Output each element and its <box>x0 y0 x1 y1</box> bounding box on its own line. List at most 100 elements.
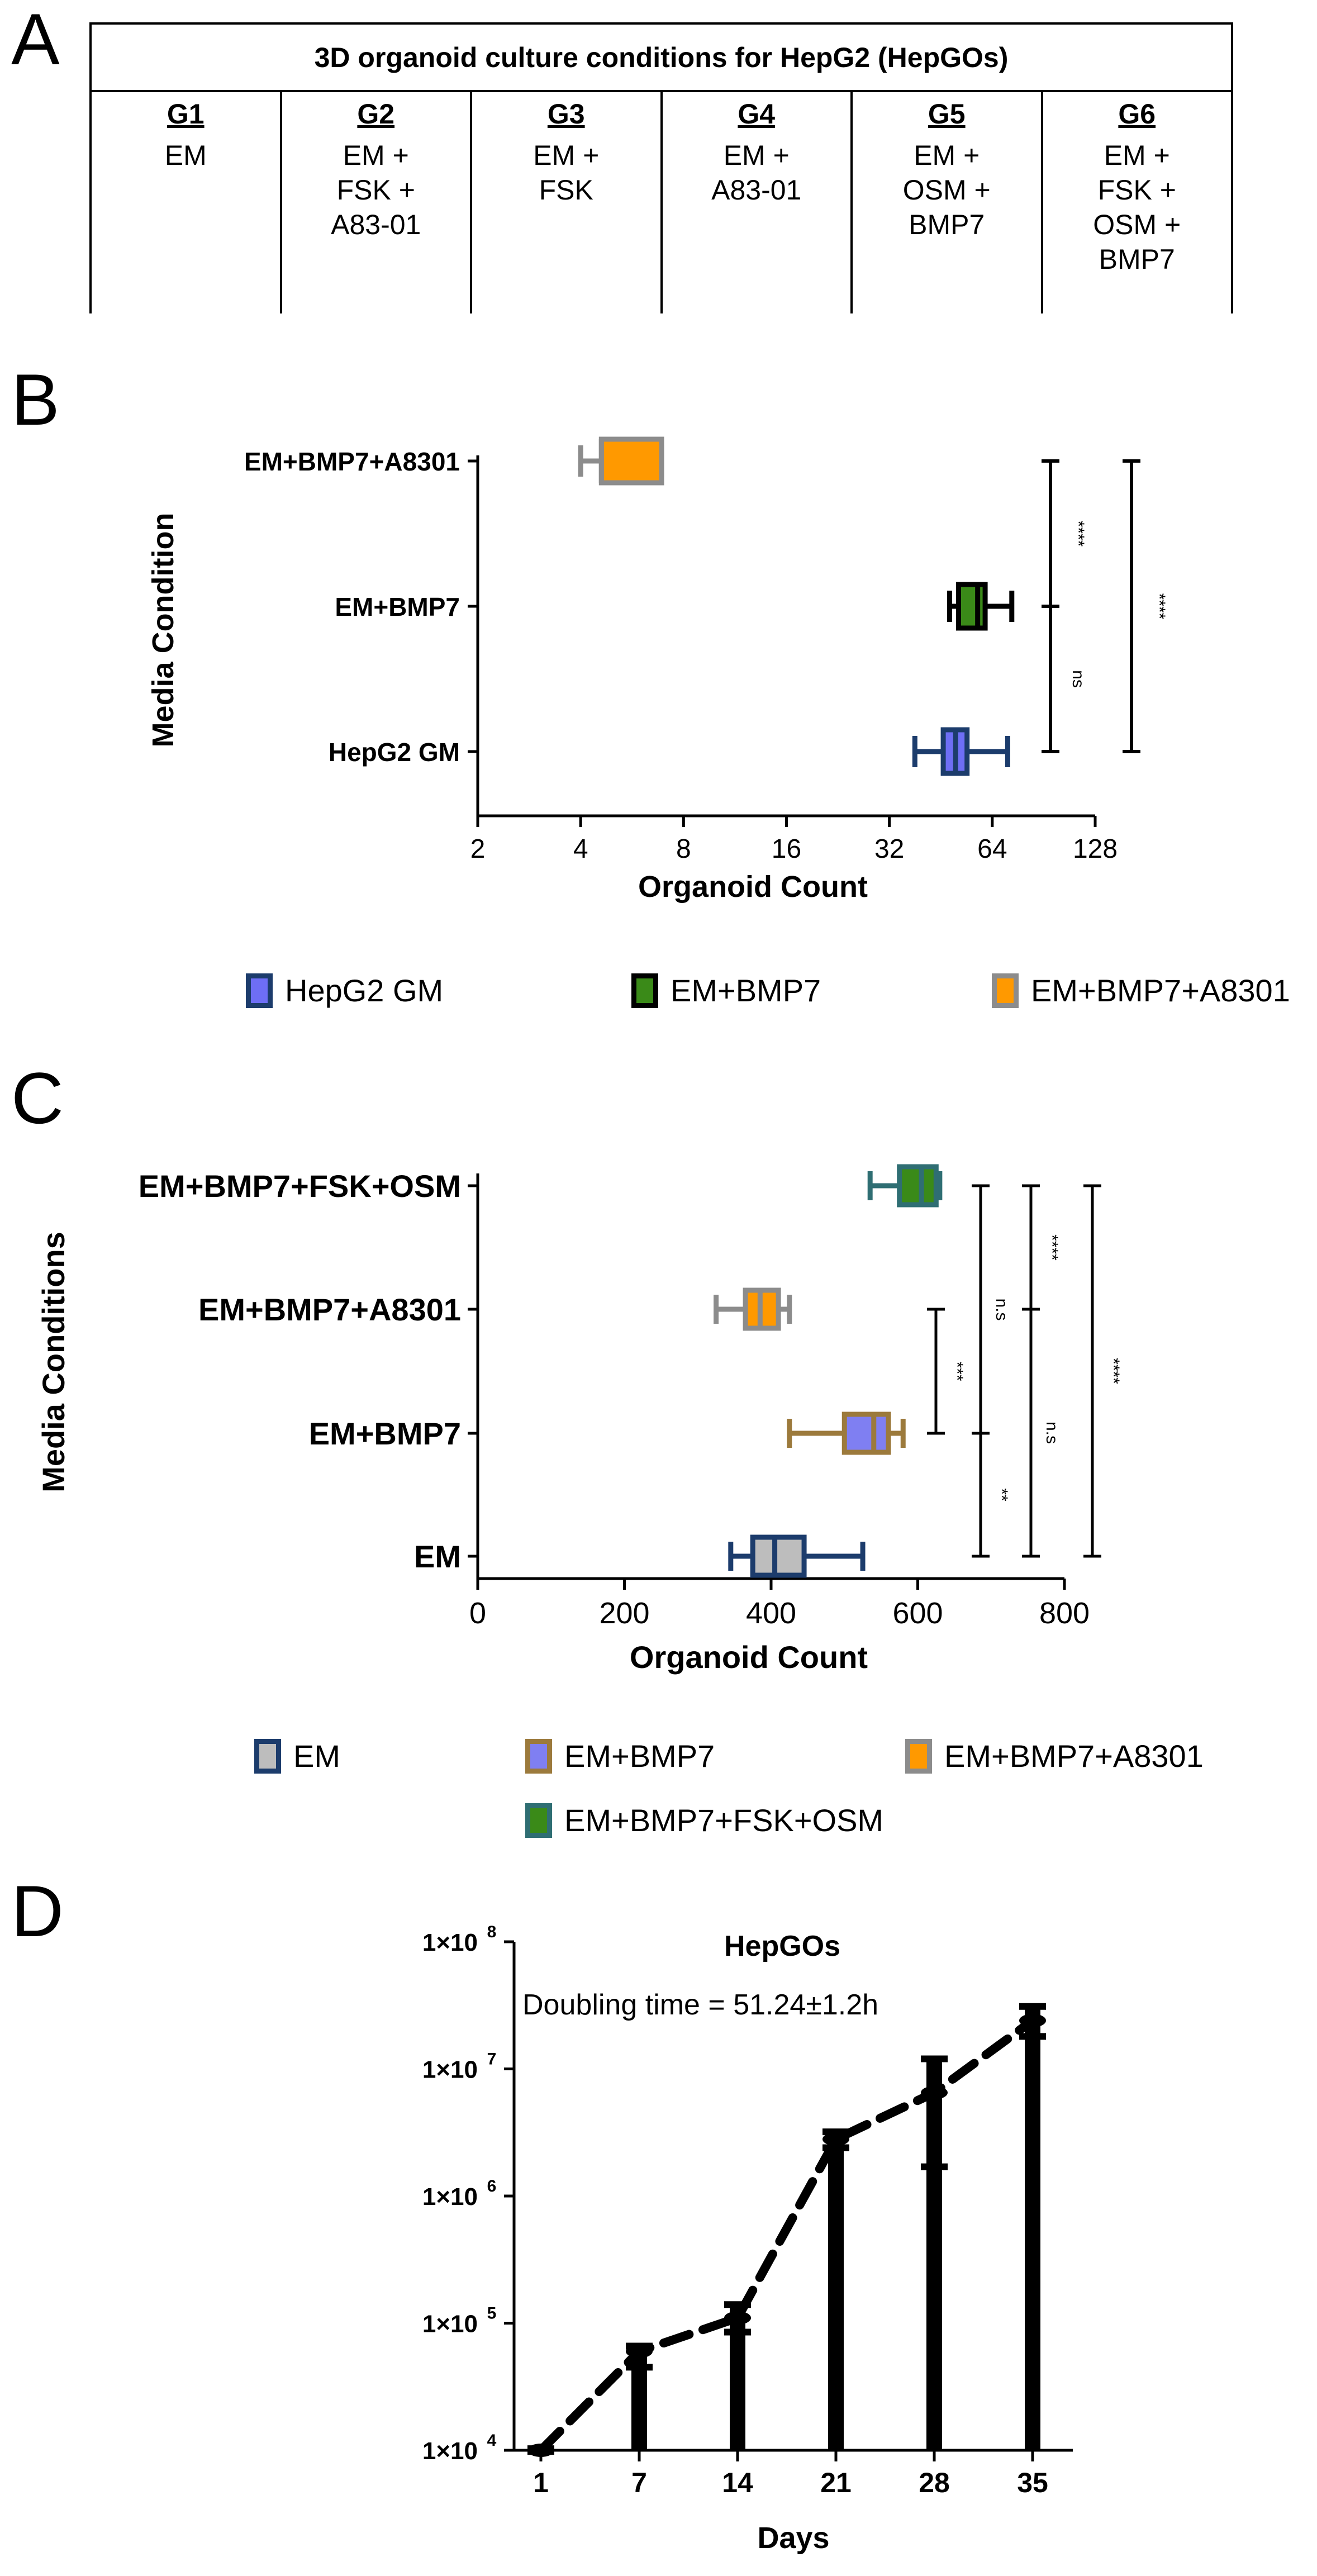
y-tick-exponent: 6 <box>487 2177 497 2195</box>
legend-swatch <box>631 973 658 1008</box>
data-line <box>536 2016 1037 2455</box>
panel-label-a: A <box>11 0 60 80</box>
y-axis-title: Media Condition <box>146 513 180 748</box>
y-tick-label: EM+BMP7 <box>335 592 460 621</box>
legend-swatch <box>246 973 273 1008</box>
x-tick-label: 7 <box>631 2467 647 2498</box>
x-tick-label: 14 <box>722 2467 753 2498</box>
x-tick-label: 400 <box>746 1596 796 1630</box>
panel-label-b: B <box>11 359 60 440</box>
legend-swatch <box>254 1738 281 1774</box>
x-tick-label: 4 <box>573 834 588 864</box>
box <box>956 582 988 631</box>
data-point <box>527 2444 554 2457</box>
x-tick-label: 200 <box>599 1596 649 1630</box>
legend-label: EM+BMP7 <box>671 973 821 1008</box>
group-condition: EM + FSK + OSM + BMP7 <box>1093 140 1181 275</box>
x-tick-label: 600 <box>892 1596 943 1630</box>
legend-swatch <box>992 973 1019 1008</box>
significance-label: n.s <box>1043 1422 1061 1444</box>
significance-label: **** <box>1043 1234 1061 1261</box>
panel-label-d: D <box>11 1870 64 1952</box>
group-name: G2 <box>357 98 395 130</box>
y-tick-label: EM+BMP7 <box>309 1416 461 1451</box>
x-tick-label: 64 <box>977 834 1007 864</box>
legend-item: EM+BMP7 <box>631 972 821 1009</box>
significance-label: ns <box>1069 670 1087 688</box>
group-column: G2 EM + FSK + A83-01 <box>279 90 470 313</box>
x-axis-title: Organoid Count <box>630 1639 868 1675</box>
x-axis-title: Days <box>757 2521 829 2555</box>
y-tick-exponent: 5 <box>487 2304 497 2323</box>
group-name: G5 <box>928 98 966 130</box>
significance-label: **** <box>1104 1358 1123 1384</box>
legend-label: EM+BMP7+A8301 <box>1031 973 1290 1008</box>
x-tick-label: 0 <box>469 1596 486 1630</box>
table-columns: G1 EM G2 EM + FSK + A83-01 G3 EM + FSK G… <box>89 90 1233 313</box>
box <box>750 1534 807 1578</box>
error-bar <box>730 2304 745 2450</box>
x-axis-title: Organoid Count <box>638 870 868 904</box>
x-tick-label: 35 <box>1017 2467 1048 2498</box>
data-point <box>921 2086 948 2100</box>
legend-label: EM+BMP7 <box>564 1738 715 1774</box>
box <box>897 1164 939 1208</box>
y-tick-label: 1×10 <box>422 2311 478 2338</box>
conditions-table: 3D organoid culture conditions for HepG2… <box>89 22 1235 313</box>
x-tick-label: 128 <box>1073 834 1118 864</box>
box <box>841 1411 891 1455</box>
significance-label: *** <box>948 1361 966 1381</box>
legend-swatch <box>525 1803 552 1838</box>
legend-label: EM+BMP7+FSK+OSM <box>564 1803 884 1838</box>
data-point <box>724 2311 751 2325</box>
y-tick-label: EM+BMP7+A8301 <box>198 1292 461 1327</box>
legend-item: HepG2 GM <box>246 972 443 1009</box>
error-bar <box>631 2346 647 2450</box>
legend-item: EM+BMP7+A8301 <box>905 1738 1204 1774</box>
data-point <box>1019 2014 1046 2028</box>
legend-item: EM+BMP7 <box>525 1738 715 1774</box>
y-tick-exponent: 7 <box>487 2050 497 2069</box>
group-name: G3 <box>547 98 585 130</box>
y-tick-label: EM <box>414 1539 461 1574</box>
significance-label: **** <box>1069 521 1087 547</box>
x-tick-label: 800 <box>1039 1596 1090 1630</box>
group-column: G3 EM + FSK <box>470 90 660 313</box>
error-bar <box>926 2059 942 2450</box>
significance-label: n.s <box>992 1298 1011 1320</box>
y-tick-label: 1×10 <box>422 2183 478 2211</box>
y-axis-title: Media Conditions <box>36 1232 71 1493</box>
legend-item: EM <box>254 1738 340 1774</box>
legend-label: EM+BMP7+A8301 <box>944 1738 1204 1774</box>
data-point <box>822 2132 849 2146</box>
x-tick-label: 8 <box>676 834 691 864</box>
group-condition: EM + FSK + A83-01 <box>331 140 421 240</box>
legend-label: EM <box>293 1738 340 1774</box>
panel-label-c: C <box>11 1057 64 1139</box>
data-point <box>626 2344 653 2358</box>
legend-label: HepG2 GM <box>285 973 444 1008</box>
y-tick-exponent: 8 <box>487 1923 497 1941</box>
error-bar <box>1025 2006 1040 2450</box>
group-condition: EM + A83-01 <box>711 140 802 206</box>
x-tick-label: 2 <box>470 834 486 864</box>
group-condition: EM + OSM + BMP7 <box>902 140 991 240</box>
group-condition: EM <box>164 140 207 171</box>
group-column: G1 EM <box>89 90 280 313</box>
table-title: 3D organoid culture conditions for HepG2… <box>89 22 1233 92</box>
legend-swatch <box>525 1738 552 1774</box>
box <box>598 436 664 486</box>
error-bar <box>828 2132 844 2450</box>
group-column: G5 EM + OSM + BMP7 <box>850 90 1041 313</box>
significance-label: **** <box>1150 593 1168 620</box>
y-tick-label: 1×10 <box>422 1929 478 1956</box>
y-tick-label: 1×10 <box>422 2056 478 2084</box>
group-condition: EM + FSK <box>533 140 600 206</box>
x-tick-label: 1 <box>533 2467 549 2498</box>
group-column: G4 EM + A83-01 <box>660 90 851 313</box>
y-tick-label: HepG2 GM <box>329 738 460 767</box>
chart-annotation: Doubling time = 51.24±1.2h <box>522 1989 878 2021</box>
